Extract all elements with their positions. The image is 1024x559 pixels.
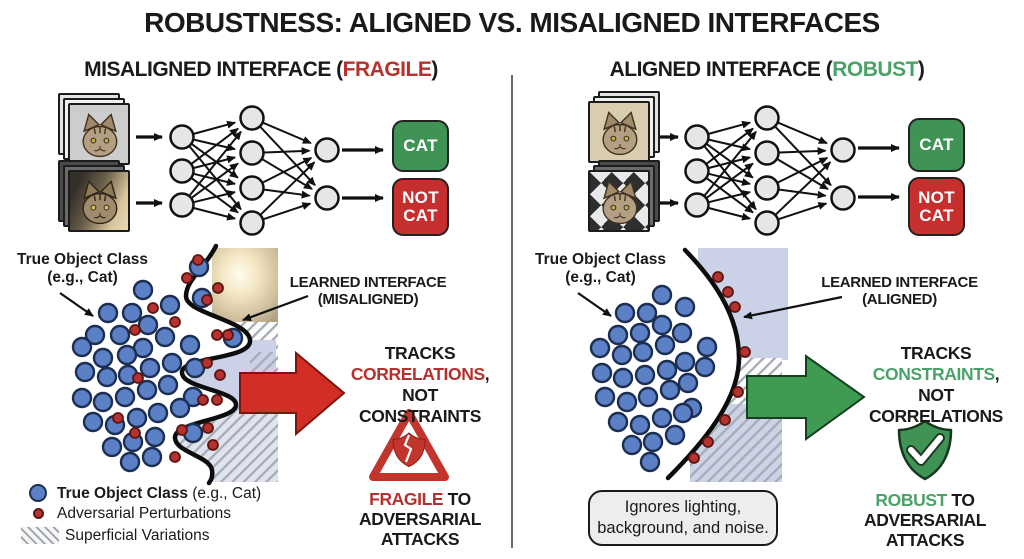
left-panel-heading: MISALIGNED INTERFACE (FRAGILE) [84,58,438,81]
legend-item-superficial: Superficial Variations [65,527,210,544]
superficial-variation-region [700,358,782,404]
left-neural-network [169,105,340,236]
cat-image-stack-clean-right [588,91,660,163]
tracks-text-right: TRACKS CONSTRAINTS, NOT CORRELATIONS [869,343,1003,426]
true-object-class-label-left: True Object Class(e.g., Cat) [17,251,148,286]
superficial-variation-region [690,404,782,482]
legend-adversarial-swatch [33,508,44,519]
left-scatter-backgrounds [176,248,278,482]
outcome-text-left: FRAGILE TO ADVERSARIAL ATTACKS [359,489,481,549]
red-block-arrow [239,350,346,437]
flow-arrows [136,133,900,207]
left-true-class-dots [71,256,244,473]
cat-photo-dark-lighting [68,170,130,232]
cat-photo-busy-background [588,170,650,232]
cat-output-box-left: CAT [392,120,449,172]
cat-illustration [82,113,118,158]
superficial-variation-region [176,402,278,482]
right-scatter-backgrounds [690,248,788,482]
cat-image-stack-clean-left [58,93,130,165]
legend-item-true-class: True Object Class (e.g., Cat) [57,485,262,502]
outcome-text-right: ROBUST TO ADVERSARIAL ATTACKS [864,490,986,550]
right-neural-network [684,105,856,236]
cat-image-stack-pattern-right [588,160,660,232]
right-adversarial-dots [688,271,751,464]
learned-interface-label-left: LEARNED INTERFACE(MISALIGNED) [289,274,447,308]
legend-superficial-swatch [21,527,59,544]
cat-output-box-right: CAT [908,118,965,172]
annotation-arrows [59,292,843,322]
lavender-region [190,340,276,418]
learned-interface-label-right: LEARNED INTERFACE(ALIGNED) [821,274,978,308]
superficial-variation-region [212,322,278,368]
tracks-text-left: TRACKS CORRELATIONS, NOT CONSTRAINTS [350,343,490,426]
legend-item-adversarial: Adversarial Perturbations [57,505,232,522]
note-box: Ignores lighting,background, and noise. [588,490,778,546]
right-panel-heading: ALIGNED INTERFACE (ROBUST) [609,58,925,81]
panel-divider [511,75,513,548]
legend-true-class-swatch [29,484,47,502]
page-title: ROBUSTNESS: ALIGNED VS. MISALIGNED INTER… [144,7,880,38]
right-true-class-dots [589,284,718,473]
misaligned-decision-boundary [172,243,253,486]
shield-check-icon [897,419,953,481]
green-block-arrow [746,354,866,441]
aligned-decision-boundary [665,247,742,481]
cat-photo [588,101,650,163]
sun-glow-image [212,248,278,322]
lavender-region [698,248,788,360]
cat-image-stack-lighting-left [58,160,130,232]
true-object-class-label-right: True Object Class(e.g., Cat) [535,251,666,286]
cat-photo [68,103,130,165]
